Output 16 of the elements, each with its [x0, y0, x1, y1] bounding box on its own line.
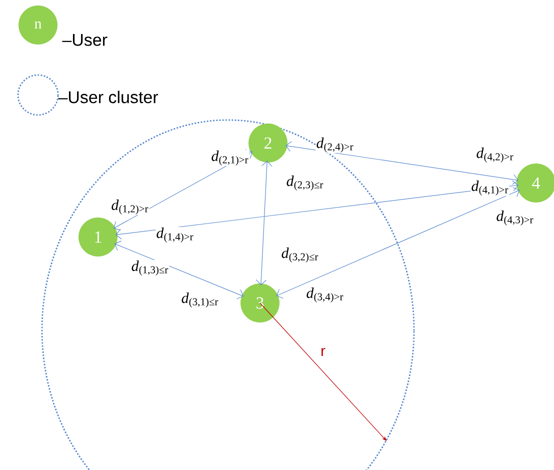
- edge-label: d$_{(1,2)>r}$: [110, 199, 150, 215]
- edge-label: d$_{(2,3)≤r}$: [286, 175, 324, 191]
- distance-label: d$_{(4,3)>r}$: [496, 210, 534, 226]
- edge-label: r: [320, 347, 326, 357]
- distance-label: d$_{(4,1)>r}$: [470, 180, 510, 196]
- edge-label: d$_{(2,4)>r}$: [316, 137, 354, 153]
- arrow: [286, 141, 518, 185]
- arrow: [114, 240, 244, 300]
- edge-label: d$_{(3,4)>r}$: [306, 287, 344, 303]
- arrow: [256, 160, 272, 286]
- edge-label: d$_{(1,4)>r}$: [156, 227, 194, 243]
- edge-label: d$_{(1,3)≤r}$: [130, 260, 170, 276]
- distance-label: d$_{(3,1)≤r}$: [180, 292, 220, 308]
- arrow: [276, 187, 520, 299]
- legend-text: –User: [62, 34, 108, 46]
- legend-text: –User cluster: [58, 90, 158, 104]
